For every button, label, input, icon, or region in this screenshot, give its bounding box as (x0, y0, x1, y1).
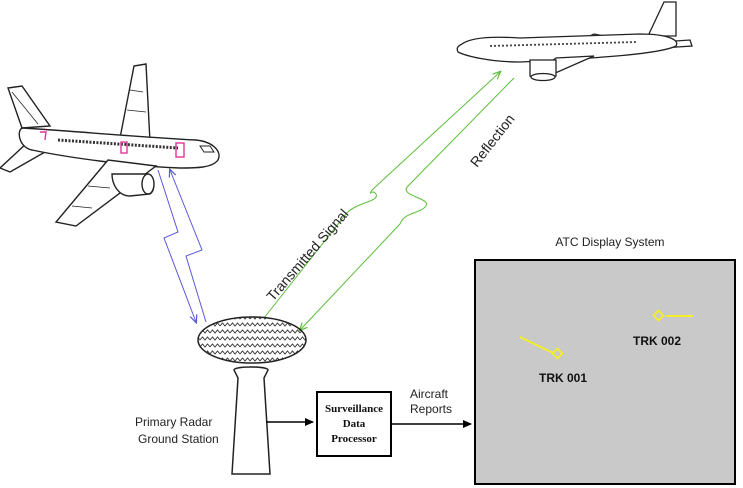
processor-label-line3: Processor (331, 433, 377, 445)
track-label: TRK 002 (633, 334, 681, 348)
track-symbol (519, 336, 564, 360)
airliner-left-icon (0, 63, 220, 227)
atc-display-title: ATC Display System (555, 235, 664, 249)
aircraft-reports-label-line1: Aircraft (410, 387, 449, 401)
secondary-link (157, 170, 207, 322)
aircraft-reports-label-line2: Reports (410, 402, 452, 416)
surveillance-data-processor: Surveillance Data Processor (316, 391, 392, 457)
track-symbol (652, 309, 693, 322)
airliner-left-windows (40, 131, 185, 158)
airliner-right-windows (489, 41, 637, 47)
reflection-label: Reflection (467, 111, 518, 170)
processor-label-line2: Data (343, 418, 366, 430)
tower-icon (231, 366, 271, 475)
atc-display-screen (474, 259, 736, 485)
airliner-right-icon (456, 1, 693, 82)
radar-dish-icon (197, 316, 307, 364)
radar-station-label-line2: Ground Station (138, 432, 219, 446)
processor-label-line1: Surveillance (325, 403, 383, 415)
track-label: TRK 001 (539, 371, 587, 385)
transmitted-signal-path (263, 72, 515, 330)
radar-station-label-line1: Primary Radar (135, 415, 212, 429)
